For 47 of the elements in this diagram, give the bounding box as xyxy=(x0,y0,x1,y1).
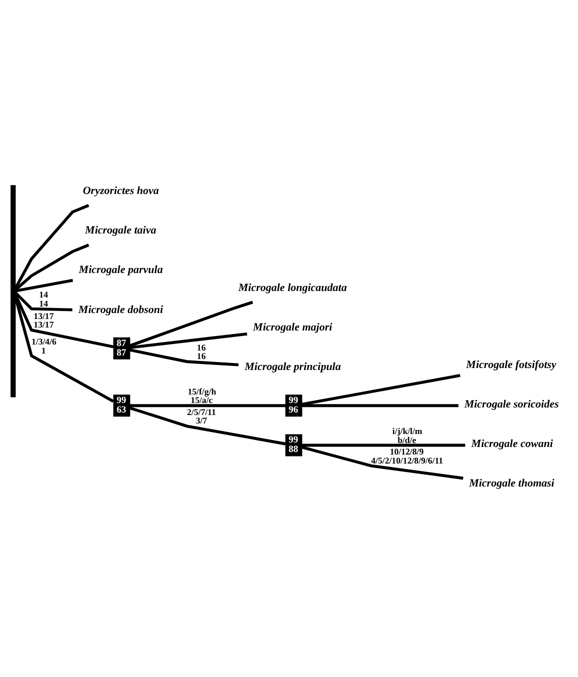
connector xyxy=(130,300,254,348)
node-text: Microgale longicaudata xyxy=(238,282,347,294)
edge-label: 10/12/8/9 xyxy=(390,446,424,456)
edge-label: 4/5/2/10/12/8/9/6/11 xyxy=(371,455,444,466)
connector xyxy=(301,446,464,480)
connector xyxy=(15,278,74,292)
node-text: Microgale cowani xyxy=(471,438,553,450)
edge-label: b/d/e xyxy=(398,434,416,445)
edge-label: 16 xyxy=(196,351,206,362)
edge-label: 1 xyxy=(41,345,46,356)
node-text: Microgale majori xyxy=(253,321,332,334)
edge-label: 3/7 xyxy=(196,416,208,426)
node-text: Microgale principula xyxy=(244,361,341,374)
node-bar xyxy=(10,185,16,398)
edge-label: 13/17 xyxy=(34,320,54,330)
connector xyxy=(302,404,458,408)
edge-label: 1/3/4/6 xyxy=(31,336,56,346)
edge-label: 13/17 xyxy=(34,310,54,321)
edge-label: 16 xyxy=(196,342,206,352)
edge-label: 2/5/7/11 xyxy=(187,406,216,417)
edge-label: 14 xyxy=(39,298,48,308)
connector xyxy=(14,294,114,348)
node-box: 99 63 xyxy=(113,394,130,417)
edge-label: 14 xyxy=(39,289,48,300)
connector xyxy=(14,244,90,291)
connector xyxy=(14,296,114,403)
node-text: Microgale parvula xyxy=(78,264,163,276)
node-text: Oryzorictes hova xyxy=(82,184,159,197)
node-text: Microgale soricoides xyxy=(464,398,559,410)
node-box: 99 96 xyxy=(285,394,302,417)
edge-label: 15/a/c xyxy=(190,395,213,406)
connector xyxy=(130,404,286,408)
connector xyxy=(14,204,90,290)
edge-label: 15/f/g/h xyxy=(188,386,216,396)
connector xyxy=(130,348,239,366)
connector xyxy=(129,406,286,446)
connector xyxy=(14,292,72,312)
node-box: 99 88 xyxy=(285,434,302,456)
node-text: Microgale taiva xyxy=(85,224,156,237)
connector xyxy=(302,374,460,406)
edge-label: i/j/k/l/m xyxy=(392,426,422,436)
connector xyxy=(130,332,248,349)
node-text: Microgale thomasi xyxy=(469,478,554,490)
node-text: Microgale dobsoni xyxy=(78,304,164,316)
node-text: Microgale fotsifotsy xyxy=(466,358,556,371)
node-box: 87 87 xyxy=(113,337,130,360)
connector xyxy=(302,444,466,447)
